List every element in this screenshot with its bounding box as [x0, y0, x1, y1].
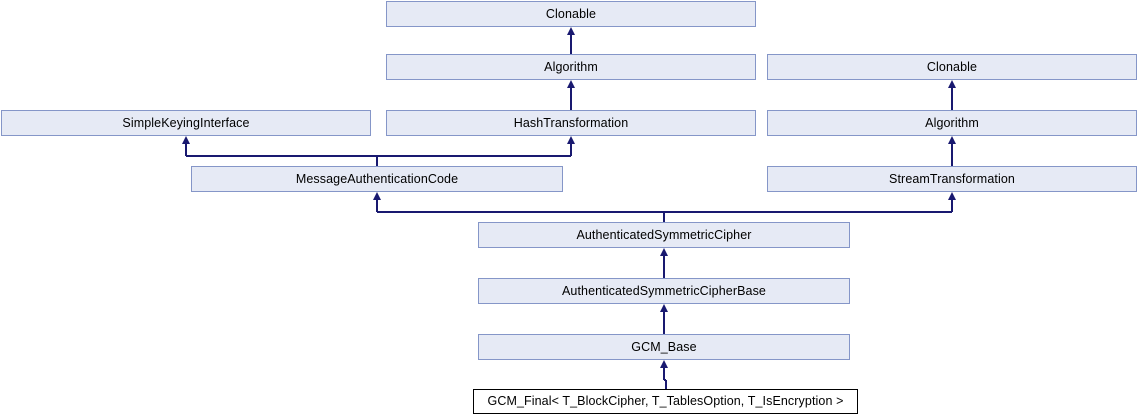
class-node-algorithm-left[interactable]: Algorithm: [386, 54, 756, 80]
class-node-algorithm-right[interactable]: Algorithm: [767, 110, 1137, 136]
class-node-label: AuthenticatedSymmetricCipherBase: [562, 283, 766, 298]
class-node-authsymcipher[interactable]: AuthenticatedSymmetricCipher: [478, 222, 850, 248]
class-node-messageauthcode[interactable]: MessageAuthenticationCode: [191, 166, 563, 192]
class-node-gcm-final[interactable]: GCM_Final< T_BlockCipher, T_TablesOption…: [473, 389, 858, 414]
class-node-label: Clonable: [545, 6, 597, 21]
class-node-label: StreamTransformation: [889, 171, 1015, 186]
class-node-label: Clonable: [926, 59, 978, 74]
class-node-label: HashTransformation: [513, 115, 629, 130]
class-node-hashtransformation[interactable]: HashTransformation: [386, 110, 756, 136]
class-node-clonable-top[interactable]: Clonable: [386, 1, 756, 27]
class-node-label: Algorithm: [925, 115, 979, 130]
class-node-authsymcipherbase[interactable]: AuthenticatedSymmetricCipherBase: [478, 278, 850, 304]
class-node-clonable-right[interactable]: Clonable: [767, 54, 1137, 80]
class-node-label: AuthenticatedSymmetricCipher: [576, 227, 752, 242]
class-node-gcm-base[interactable]: GCM_Base: [478, 334, 850, 360]
class-node-label: Algorithm: [544, 59, 598, 74]
class-node-label: MessageAuthenticationCode: [295, 171, 459, 186]
class-node-label: GCM_Base: [631, 339, 697, 354]
class-node-simplekeyinginterface[interactable]: SimpleKeyingInterface: [1, 110, 371, 136]
class-node-streamtransformation[interactable]: StreamTransformation: [767, 166, 1137, 192]
class-node-label: GCM_Final< T_BlockCipher, T_TablesOption…: [487, 394, 844, 409]
class-node-label: SimpleKeyingInterface: [122, 115, 250, 130]
